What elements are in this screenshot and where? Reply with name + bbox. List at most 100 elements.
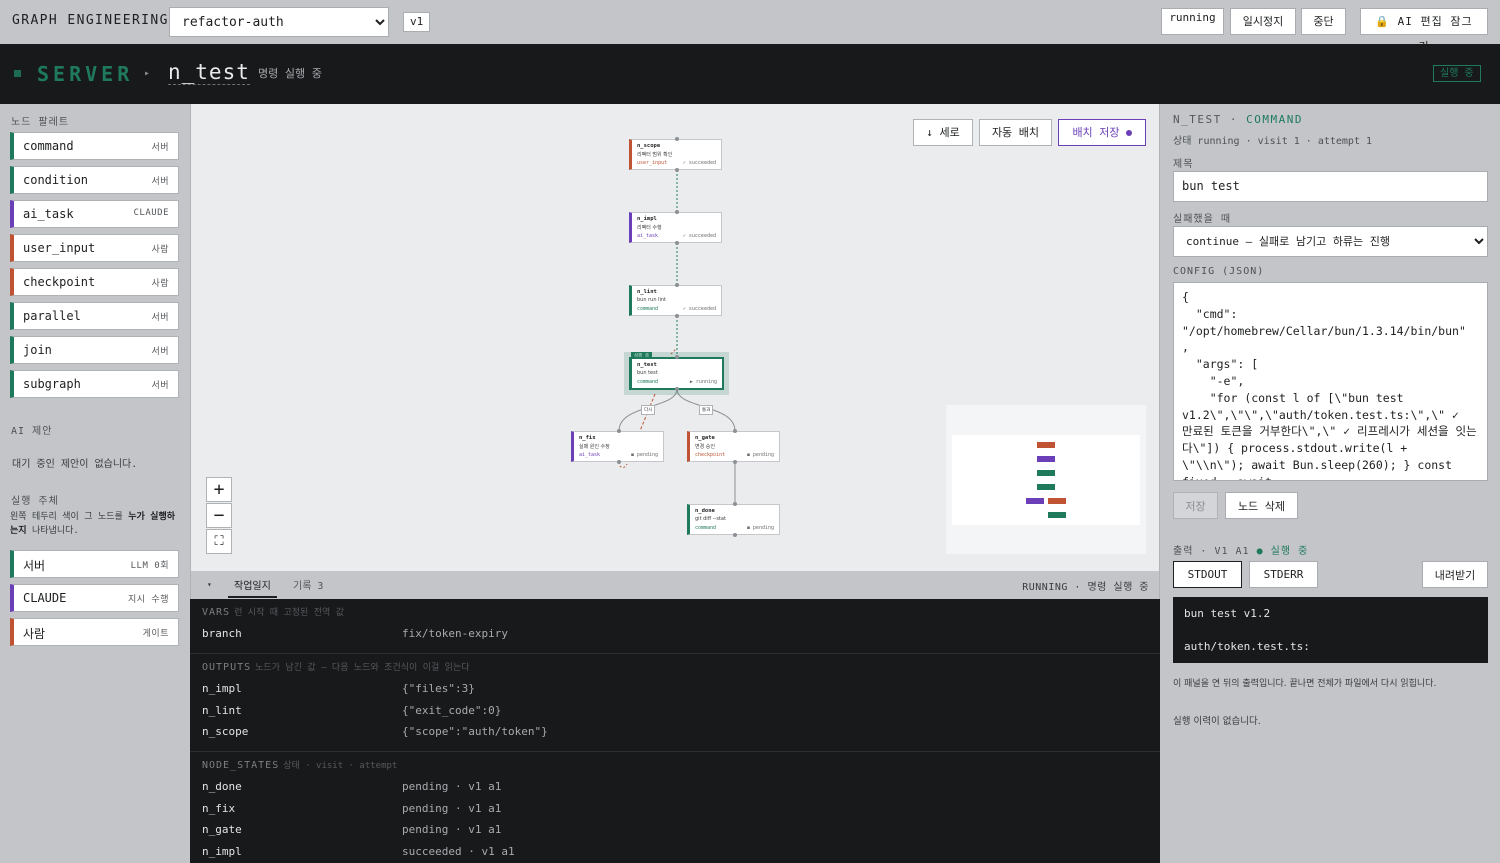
node-port[interactable] (675, 210, 679, 214)
top-bar: GRAPH ENGINEERING refactor-auth v1 runni… (0, 0, 1500, 53)
node-port[interactable] (675, 283, 679, 287)
node-port[interactable] (675, 355, 679, 359)
vertical-layout-button[interactable]: ↓ 세로 (913, 119, 973, 146)
stop-button[interactable]: 중단 (1301, 8, 1346, 35)
node-status: ✓ succeeded (682, 306, 716, 312)
palette-item-name: checkpoint (23, 275, 96, 289)
executor-label: SERVER (37, 62, 134, 86)
node-port[interactable] (733, 429, 737, 433)
fit-view-icon: ⛶ (214, 533, 224, 549)
node-id: n_fix (579, 435, 596, 441)
delete-node-button[interactable]: 노드 삭제 (1225, 492, 1298, 519)
palette-item-tag: 서버 (151, 347, 169, 357)
tab-stderr[interactable]: STDERR (1249, 561, 1318, 588)
graph-node-n-gate[interactable]: n_gate 변경 승인 checkpoint ◼ pending (687, 431, 780, 462)
edge-retry-into-test (670, 348, 677, 355)
node-type: checkpoint (695, 452, 726, 458)
minimap-node (1048, 498, 1066, 504)
node-port[interactable] (675, 137, 679, 141)
node-port[interactable] (675, 168, 679, 172)
pause-button[interactable]: 일시정지 (1230, 8, 1296, 35)
download-button[interactable]: 내려받기 (1422, 561, 1488, 588)
graph-canvas[interactable]: ↓ 세로 자동 배치 배치 저장 다시 통과 n_scope 리팩터 범위 확인… (190, 104, 1160, 571)
graph-node-n-impl[interactable]: n_impl 리팩터 수행 ai_task ✓ succeeded (629, 212, 722, 243)
node-port[interactable] (617, 460, 621, 464)
save-button[interactable]: 저장 (1173, 492, 1218, 519)
minimap-node (1037, 456, 1055, 462)
unsaved-dot-icon (1125, 130, 1132, 136)
palette-item-tag: 서버 (151, 177, 169, 187)
executor-name: CLAUDE (23, 591, 67, 605)
run-status-text: RUNNING · 명령 실행 중 (1022, 582, 1149, 593)
node-port[interactable] (617, 429, 621, 433)
stdout-output: bun test v1.2 auth/token.test.ts: (1173, 597, 1488, 663)
node-subtitle: 명령 실행 중 (258, 67, 322, 80)
node-status: ◼ pending (746, 452, 774, 458)
fit-view-button[interactable]: ⛶ (206, 529, 232, 554)
minimap-viewport[interactable] (952, 435, 1140, 525)
zoom-in-button[interactable]: + (206, 477, 232, 502)
edge-fix-retry (639, 393, 656, 432)
graph-node-n-test-selected[interactable]: n_test bun test command ▶ running (629, 357, 724, 390)
auto-layout-button[interactable]: 자동 배치 (979, 119, 1052, 146)
node-status: ◼ pending (630, 452, 658, 458)
graph-select[interactable]: refactor-auth (169, 7, 389, 37)
graph-node-n-scope[interactable]: n_scope 리팩터 범위 확인 user_input ✓ succeeded (629, 139, 722, 170)
node-port[interactable] (675, 241, 679, 245)
output-key: n_impl (202, 682, 242, 695)
node-id: n_impl (637, 216, 657, 222)
palette-item-name: subgraph (23, 377, 81, 391)
tab-history[interactable]: 기록 3 (293, 581, 324, 592)
executor-legend-claude: CLAUDE 지시 수행 (10, 584, 179, 612)
palette-item-tag: 서버 (151, 143, 169, 153)
node-type: command (695, 525, 717, 531)
node-port[interactable] (733, 460, 737, 464)
title-input[interactable]: bun test (1173, 171, 1488, 202)
node-id: n_lint (637, 289, 657, 295)
graph-node-n-lint[interactable]: n_lint bun run lint command ✓ succeeded (629, 285, 722, 316)
zoom-out-button[interactable]: − (206, 503, 232, 528)
node-description: 변경 승인 (695, 444, 715, 450)
executor-tag: 지시 수행 (127, 595, 169, 605)
tab-stdout[interactable]: STDOUT (1173, 561, 1242, 588)
state-key: n_fix (202, 802, 236, 815)
node-port[interactable] (733, 533, 737, 537)
inspector-panel: N_TEST · COMMAND 상태 running · visit 1 · … (1161, 104, 1500, 863)
node-port[interactable] (733, 502, 737, 506)
ai-edit-lock-button[interactable]: 🔒 AI 편집 잠그기 (1360, 8, 1488, 53)
node-id: n_done (695, 508, 715, 514)
palette-heading: 노드 팔레트 (11, 117, 70, 128)
node-id: n_test (637, 362, 657, 368)
state-value: pending · v1 a1 (402, 823, 502, 836)
onfail-select[interactable]: continue — 실패로 남기고 하류는 진행 (1173, 226, 1488, 257)
node-title[interactable]: n_test (168, 60, 250, 85)
run-status-chip: running (1161, 8, 1224, 35)
tab-worklog[interactable]: 작업일지 (228, 577, 277, 598)
node-type: command (637, 379, 659, 385)
collapse-icon[interactable]: ▾ (207, 580, 212, 589)
save-layout-button[interactable]: 배치 저장 (1058, 119, 1146, 146)
minimap-node (1026, 498, 1044, 504)
config-json-editor[interactable]: { "cmd": "/opt/homebrew/Cellar/bun/1.3.1… (1173, 282, 1488, 481)
node-description: 리팩터 범위 확인 (637, 152, 673, 158)
palette-item-name: user_input (23, 241, 96, 255)
minimap[interactable] (946, 405, 1146, 554)
title-field-label: 제목 (1173, 159, 1194, 170)
graph-node-n-fix[interactable]: n_fix 실패 원인 수정 ai_task ◼ pending (571, 431, 664, 462)
node-port[interactable] (675, 387, 679, 391)
var-value: fix/token-expiry (402, 627, 508, 640)
node-port[interactable] (675, 314, 679, 318)
graph-node-n-done[interactable]: n_done git diff --stat command ◼ pending (687, 504, 780, 535)
running-badge: 실행 중 (1433, 65, 1481, 82)
executor-legend-heading: 실행 주체 (11, 496, 59, 507)
var-key: branch (202, 627, 242, 640)
